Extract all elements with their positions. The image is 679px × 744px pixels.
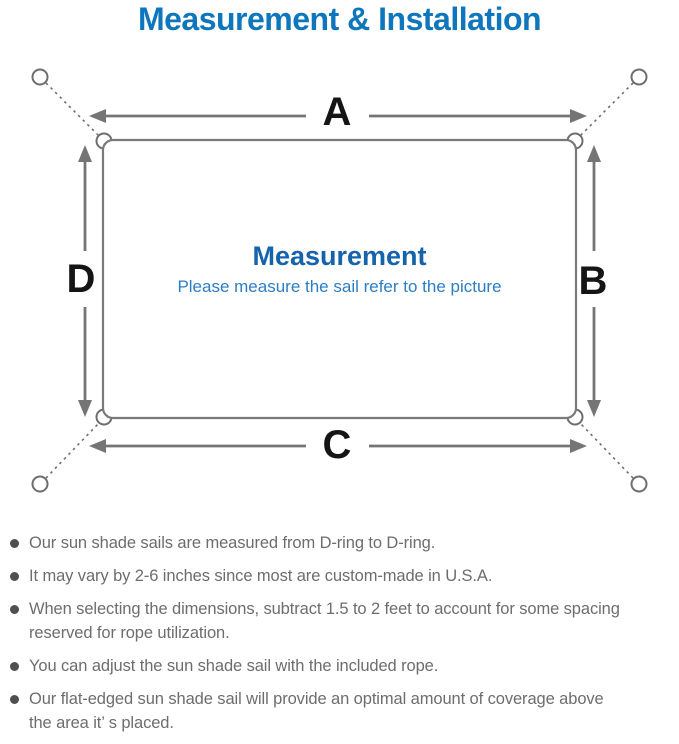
dimension-label-a: A: [322, 90, 352, 134]
page-title: Measurement & Installation: [137, 1, 542, 37]
note-line: reserved for rope utilization.: [29, 624, 230, 642]
note-text: Our flat-edged sun shade sail will provi…: [29, 687, 604, 735]
diagram-center-text: Measurement Please measure the sail refe…: [103, 241, 576, 298]
list-item: You can adjust the sun shade sail with t…: [10, 654, 674, 678]
arrow-a-right-head-icon: [570, 109, 587, 123]
dimension-label-b: B: [578, 259, 608, 303]
rope-line-top-left: [45, 82, 100, 137]
sail-rectangle: [101, 138, 578, 420]
note-line: Our sun shade sails are measured from D-…: [29, 534, 436, 552]
arrow-b-up-head-icon: [587, 145, 601, 162]
bullet-dot-icon: [10, 572, 19, 581]
list-item: It may vary by 2-6 inches since most are…: [10, 564, 674, 588]
note-text: It may vary by 2-6 inches since most are…: [29, 564, 492, 588]
note-line: You can adjust the sun shade sail with t…: [29, 657, 439, 675]
rope-line-bottom-left: [45, 422, 100, 479]
arrow-c-right-head-icon: [570, 439, 587, 453]
sail-measurement-diagram: A B C D Measurement Please measure the s…: [31, 68, 648, 493]
anchor-ring-top-left-icon: [31, 68, 49, 86]
sail-diagram-graphic: [31, 68, 648, 493]
bullet-dot-icon: [10, 695, 19, 704]
list-item: When selecting the dimensions, subtract …: [10, 597, 674, 645]
dimension-arrow-a: [89, 109, 587, 123]
bullet-dot-icon: [10, 539, 19, 548]
arrow-c-left-head-icon: [89, 439, 106, 453]
note-line: Our flat-edged sun shade sail will provi…: [29, 690, 604, 708]
note-line: It may vary by 2-6 inches since most are…: [29, 567, 493, 585]
measurement-notes-list: Our sun shade sails are measured from D-…: [10, 531, 674, 744]
dimension-label-c: C: [322, 423, 352, 467]
bullet-dot-icon: [10, 662, 19, 671]
dimension-arrow-b: [587, 145, 601, 417]
rope-line-top-right: [579, 82, 634, 137]
arrow-d-down-head-icon: [78, 400, 92, 417]
list-item: Our flat-edged sun shade sail will provi…: [10, 687, 674, 735]
bullet-dot-icon: [10, 605, 19, 614]
note-text: You can adjust the sun shade sail with t…: [29, 654, 438, 678]
dimension-arrow-d: [78, 145, 92, 417]
note-line: When selecting the dimensions, subtract …: [29, 600, 620, 618]
diagram-center-title: Measurement: [252, 241, 427, 271]
arrow-b-down-head-icon: [587, 400, 601, 417]
anchor-rings: [31, 68, 648, 493]
list-item: Our sun shade sails are measured from D-…: [10, 531, 674, 555]
note-text: Our sun shade sails are measured from D-…: [29, 531, 435, 555]
dimension-label-d: D: [66, 257, 96, 301]
dimension-arrow-c: [89, 439, 587, 453]
diagram-center-subtitle: Please measure the sail refer to the pic…: [177, 277, 502, 296]
anchor-ring-bottom-left-icon: [31, 475, 49, 493]
rope-line-bottom-right: [579, 422, 634, 479]
arrow-d-up-head-icon: [78, 145, 92, 162]
anchor-ring-bottom-right-icon: [630, 475, 648, 493]
anchor-ring-top-right-icon: [630, 68, 648, 86]
arrow-a-left-head-icon: [89, 109, 106, 123]
note-text: When selecting the dimensions, subtract …: [29, 597, 620, 645]
note-line: the area it’ s placed.: [29, 714, 174, 732]
